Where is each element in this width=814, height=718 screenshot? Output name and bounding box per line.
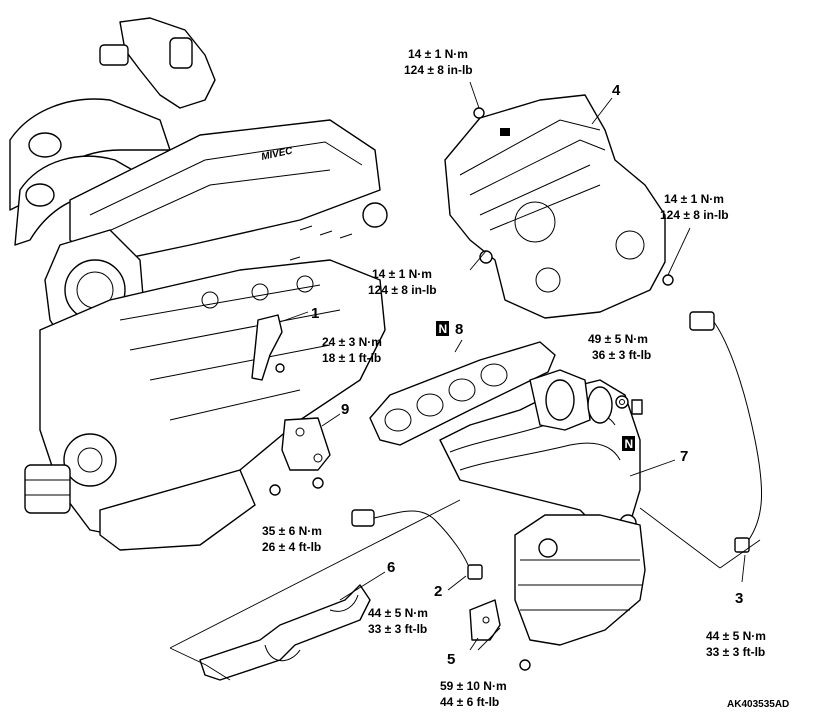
callout-1: 1 <box>311 305 319 322</box>
part-3-oxygen-sensor <box>689 311 762 583</box>
torque-label-5-imp: 44 ± 6 ft-lb <box>440 695 499 709</box>
part-1-bracket <box>251 311 309 381</box>
torque-label: 14 ± 1 N·m <box>372 267 432 281</box>
torque-label-3-nm: 44 ± 5 N·m <box>706 629 766 643</box>
torque-label-1-nm: 24 ± 3 N·m <box>322 335 382 349</box>
callout-6: 6 <box>387 559 395 576</box>
new-part-marker-7: N <box>622 436 635 451</box>
torque-label: 14 ± 1 N·m <box>664 192 724 206</box>
torque-label-5-nm: 59 ± 10 N·m <box>440 679 507 693</box>
svg-text:N: N <box>439 322 448 336</box>
torque-label-7-nm: 49 ± 5 N·m <box>588 332 648 346</box>
callout-7: 7 <box>680 448 688 465</box>
part-7-exhaust-manifold <box>439 369 676 646</box>
torque-label: 124 ± 8 in-lb <box>404 63 473 77</box>
part-7-washer-nut <box>615 395 643 415</box>
torque-label-7-imp: 36 ± 3 ft-lb <box>592 348 651 362</box>
callout-8: 8 <box>455 321 463 338</box>
new-part-marker-8: N <box>436 321 449 336</box>
torque-label-2-nm: 44 ± 5 N·m <box>368 606 428 620</box>
torque-label: 14 ± 1 N·m <box>408 47 468 61</box>
torque-label-1-imp: 18 ± 1 ft-lb <box>322 351 381 365</box>
svg-text:N: N <box>625 437 634 451</box>
part-9-bracket <box>269 413 341 496</box>
torque-label-9-nm: 35 ± 6 N·m <box>262 524 322 538</box>
callout-3: 3 <box>735 590 743 607</box>
callout-9: 9 <box>341 401 349 418</box>
grouping-lines <box>169 499 761 681</box>
torque-label-9-imp: 26 ± 4 ft-lb <box>262 540 321 554</box>
part-8-gasket <box>369 339 556 446</box>
torque-label: 124 ± 8 in-lb <box>660 208 729 222</box>
figure-code: AK403535AD <box>727 699 789 710</box>
torque-label: 124 ± 8 in-lb <box>368 283 437 297</box>
callout-2: 2 <box>434 583 442 600</box>
part-4-heat-shield <box>444 81 691 319</box>
torque-label-2-imp: 33 ± 3 ft-lb <box>368 622 427 636</box>
torque-label-3-imp: 33 ± 3 ft-lb <box>706 645 765 659</box>
engine-assembly: MIVEC <box>9 17 388 551</box>
callout-4: 4 <box>612 82 621 99</box>
part-2-oxygen-sensor <box>351 509 483 591</box>
callout-5: 5 <box>447 651 455 668</box>
part-6-heat-shield <box>199 571 386 681</box>
